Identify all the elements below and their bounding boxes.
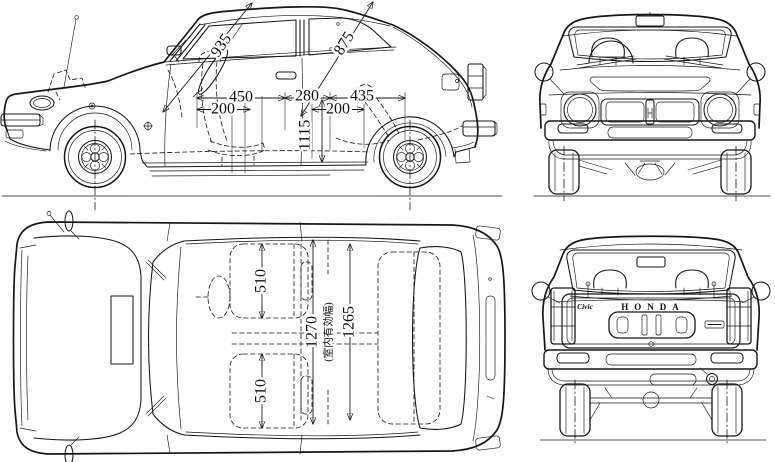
license-garnish-top bbox=[485, 295, 496, 381]
steering-wheel-front bbox=[588, 40, 634, 64]
dim-510-rear-label: 510 bbox=[253, 379, 270, 403]
rear-bumper-side bbox=[462, 120, 496, 137]
dim-435-label: 435 bbox=[350, 88, 374, 105]
brand-text: HONDA bbox=[621, 302, 685, 312]
mirror-rear-left bbox=[531, 281, 551, 301]
dim-450-label: 450 bbox=[229, 89, 253, 106]
top-hidden-lines bbox=[195, 243, 441, 429]
taillight-top-right bbox=[475, 435, 501, 451]
dim-280-label: 280 bbox=[295, 88, 319, 105]
hood-outline bbox=[33, 235, 142, 441]
grille-emblem bbox=[645, 99, 655, 125]
front-view bbox=[533, 11, 771, 202]
windshield-top bbox=[148, 261, 154, 415]
dim-200-front-label: 200 bbox=[211, 101, 235, 118]
cowl-wipers bbox=[145, 259, 167, 417]
antenna-top bbox=[49, 214, 65, 233]
front-seat-top-1 bbox=[229, 243, 309, 319]
rear-signal-left bbox=[556, 352, 590, 364]
mirror-rear-right bbox=[751, 281, 771, 301]
hood-vents bbox=[110, 295, 134, 365]
dim-1265-label: 1265 bbox=[341, 306, 358, 338]
mirror-top-left bbox=[64, 210, 74, 232]
muffler bbox=[649, 373, 697, 386]
model-badge-text: Civic bbox=[577, 302, 593, 311]
antenna bbox=[63, 18, 77, 88]
exhaust-tip bbox=[705, 372, 719, 386]
dim-1115-label: 1115 bbox=[297, 120, 314, 151]
rear-bumper bbox=[543, 349, 758, 370]
side-view: 450 280 435 200 200 1115 935 875 bbox=[0, 2, 503, 211]
dim-510-front-label: 510 bbox=[253, 269, 270, 293]
license-recess bbox=[608, 311, 696, 339]
headlight-side bbox=[29, 95, 55, 111]
door-window bbox=[182, 19, 297, 60]
fender-marker bbox=[88, 102, 96, 110]
tailgate-lock bbox=[648, 341, 654, 347]
front-seat-top-2 bbox=[229, 353, 309, 429]
side-wheels bbox=[63, 119, 442, 211]
dim-1270-note-label: (室内有効幅) bbox=[321, 302, 334, 362]
grille bbox=[600, 98, 700, 126]
trim-badge bbox=[704, 320, 725, 329]
mirror-right bbox=[746, 62, 766, 82]
dim-200-rear-label: 200 bbox=[326, 101, 350, 118]
dim-875-label: 875 bbox=[331, 29, 358, 58]
side-marker-right bbox=[753, 103, 761, 116]
taillight-top-left bbox=[475, 225, 501, 241]
rear-undercarriage bbox=[559, 367, 743, 445]
front-bumper bbox=[544, 120, 756, 141]
dim-935-label: 935 bbox=[208, 31, 236, 60]
taillight-side bbox=[467, 63, 484, 101]
bumper-signal-right bbox=[711, 123, 743, 134]
rear-window-top bbox=[411, 246, 467, 430]
side-dimensions: 450 280 435 200 200 1115 935 875 bbox=[163, 2, 405, 174]
rear-signal-right bbox=[710, 352, 744, 364]
mirror-top-right bbox=[64, 444, 74, 462]
rear-view: HONDA Civic bbox=[531, 235, 771, 445]
headrest-rear-right bbox=[675, 269, 709, 289]
front-undercarriage bbox=[548, 145, 752, 202]
fuel-door bbox=[441, 73, 460, 91]
wiper-left bbox=[576, 55, 637, 69]
rearview-mirror bbox=[635, 15, 665, 27]
headlight-right bbox=[703, 93, 737, 127]
tailgate-garnish bbox=[561, 293, 741, 349]
rear-bench-top bbox=[377, 251, 441, 425]
taillight-rear-left bbox=[550, 287, 576, 345]
top-view: 510 510 1270 (室内有効幅) 1265 bbox=[12, 210, 506, 462]
wiper-pivots bbox=[587, 283, 715, 299]
rear-body bbox=[531, 235, 771, 351]
rearview-mirror-rear bbox=[636, 256, 666, 268]
mirror-left bbox=[534, 62, 554, 82]
door-handle bbox=[275, 71, 297, 80]
windshield bbox=[568, 26, 732, 62]
wiper-right bbox=[663, 55, 724, 69]
front-body bbox=[534, 11, 766, 129]
bumper-signal-left bbox=[557, 123, 589, 134]
front-fascia bbox=[539, 91, 761, 160]
roof-rails bbox=[183, 236, 421, 440]
top-dimensions: 510 510 1270 (室内有効幅) 1265 bbox=[250, 240, 360, 428]
headrest-left bbox=[591, 37, 625, 58]
top-body bbox=[12, 210, 506, 462]
front-signal-side bbox=[5, 129, 24, 139]
steering-wheel-top bbox=[207, 275, 231, 319]
taillight-rear-right bbox=[726, 287, 752, 345]
tailgate: HONDA Civic bbox=[543, 287, 758, 386]
headlight-left bbox=[563, 93, 597, 127]
hood-crease bbox=[589, 76, 711, 92]
side-marker-left bbox=[539, 103, 547, 116]
rear-axle bbox=[589, 397, 713, 404]
headrest-rear-left bbox=[593, 269, 627, 289]
headrest-right bbox=[675, 37, 709, 58]
dim-1270-label: 1270 bbox=[304, 316, 321, 348]
